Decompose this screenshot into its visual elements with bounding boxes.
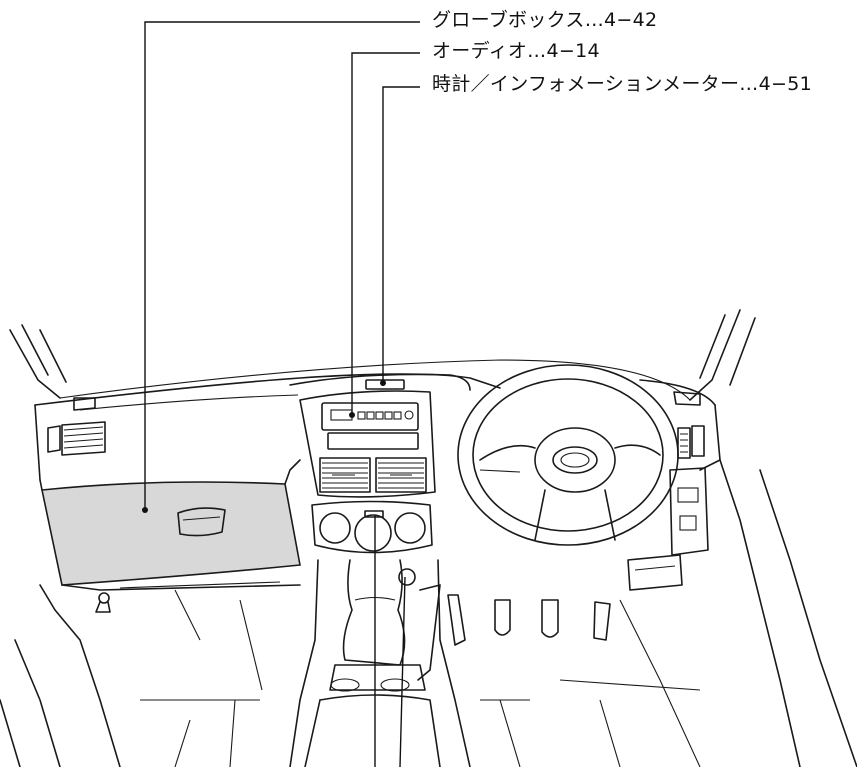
callout-audio-label[interactable]: オーディオ…4−14 [432,40,600,62]
dashboard-outline [34,373,721,481]
right-footwell [480,459,857,767]
left-air-vent [47,421,106,456]
callout-clock-label[interactable]: 時計／インフォメーションメーター…4−51 [432,73,812,95]
right-switch-panel [627,467,709,591]
center-console [289,559,471,767]
climate-controls [311,500,433,554]
pedals [447,594,611,646]
callout-leader-lines [142,21,420,767]
callout-glovebox-label[interactable]: グローブボックス…4−42 [432,9,658,31]
glovebox-marker-dot [142,507,148,513]
steering-wheel [457,364,679,546]
right-air-vent [677,425,705,459]
audio-marker-dot [349,412,355,418]
center-stack [299,379,436,498]
clock-marker-dot [380,380,386,386]
left-footwell [0,581,281,767]
windshield-frame [9,309,756,401]
glovebox[interactable] [41,481,301,586]
